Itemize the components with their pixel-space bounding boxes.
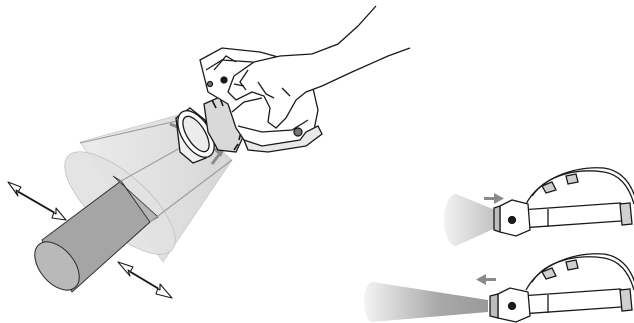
- headband-icon: [493, 167, 634, 237]
- narrow-beam-cylinder: [34, 175, 159, 293]
- headband-icon: [489, 253, 634, 323]
- main-headlamp-focus-panel: [7, 5, 411, 299]
- hand-icon: [227, 5, 411, 129]
- headband-spot-mode-panel: [444, 167, 634, 246]
- direction-arrow-icon: [476, 274, 496, 285]
- light-beam-icon: [364, 282, 488, 322]
- headband-flood-mode-panel: [364, 253, 634, 323]
- double-arrow-icon: [117, 261, 173, 299]
- double-arrow-icon: [7, 181, 67, 221]
- light-beam-icon: [444, 194, 500, 246]
- direction-arrow-icon: [484, 193, 504, 204]
